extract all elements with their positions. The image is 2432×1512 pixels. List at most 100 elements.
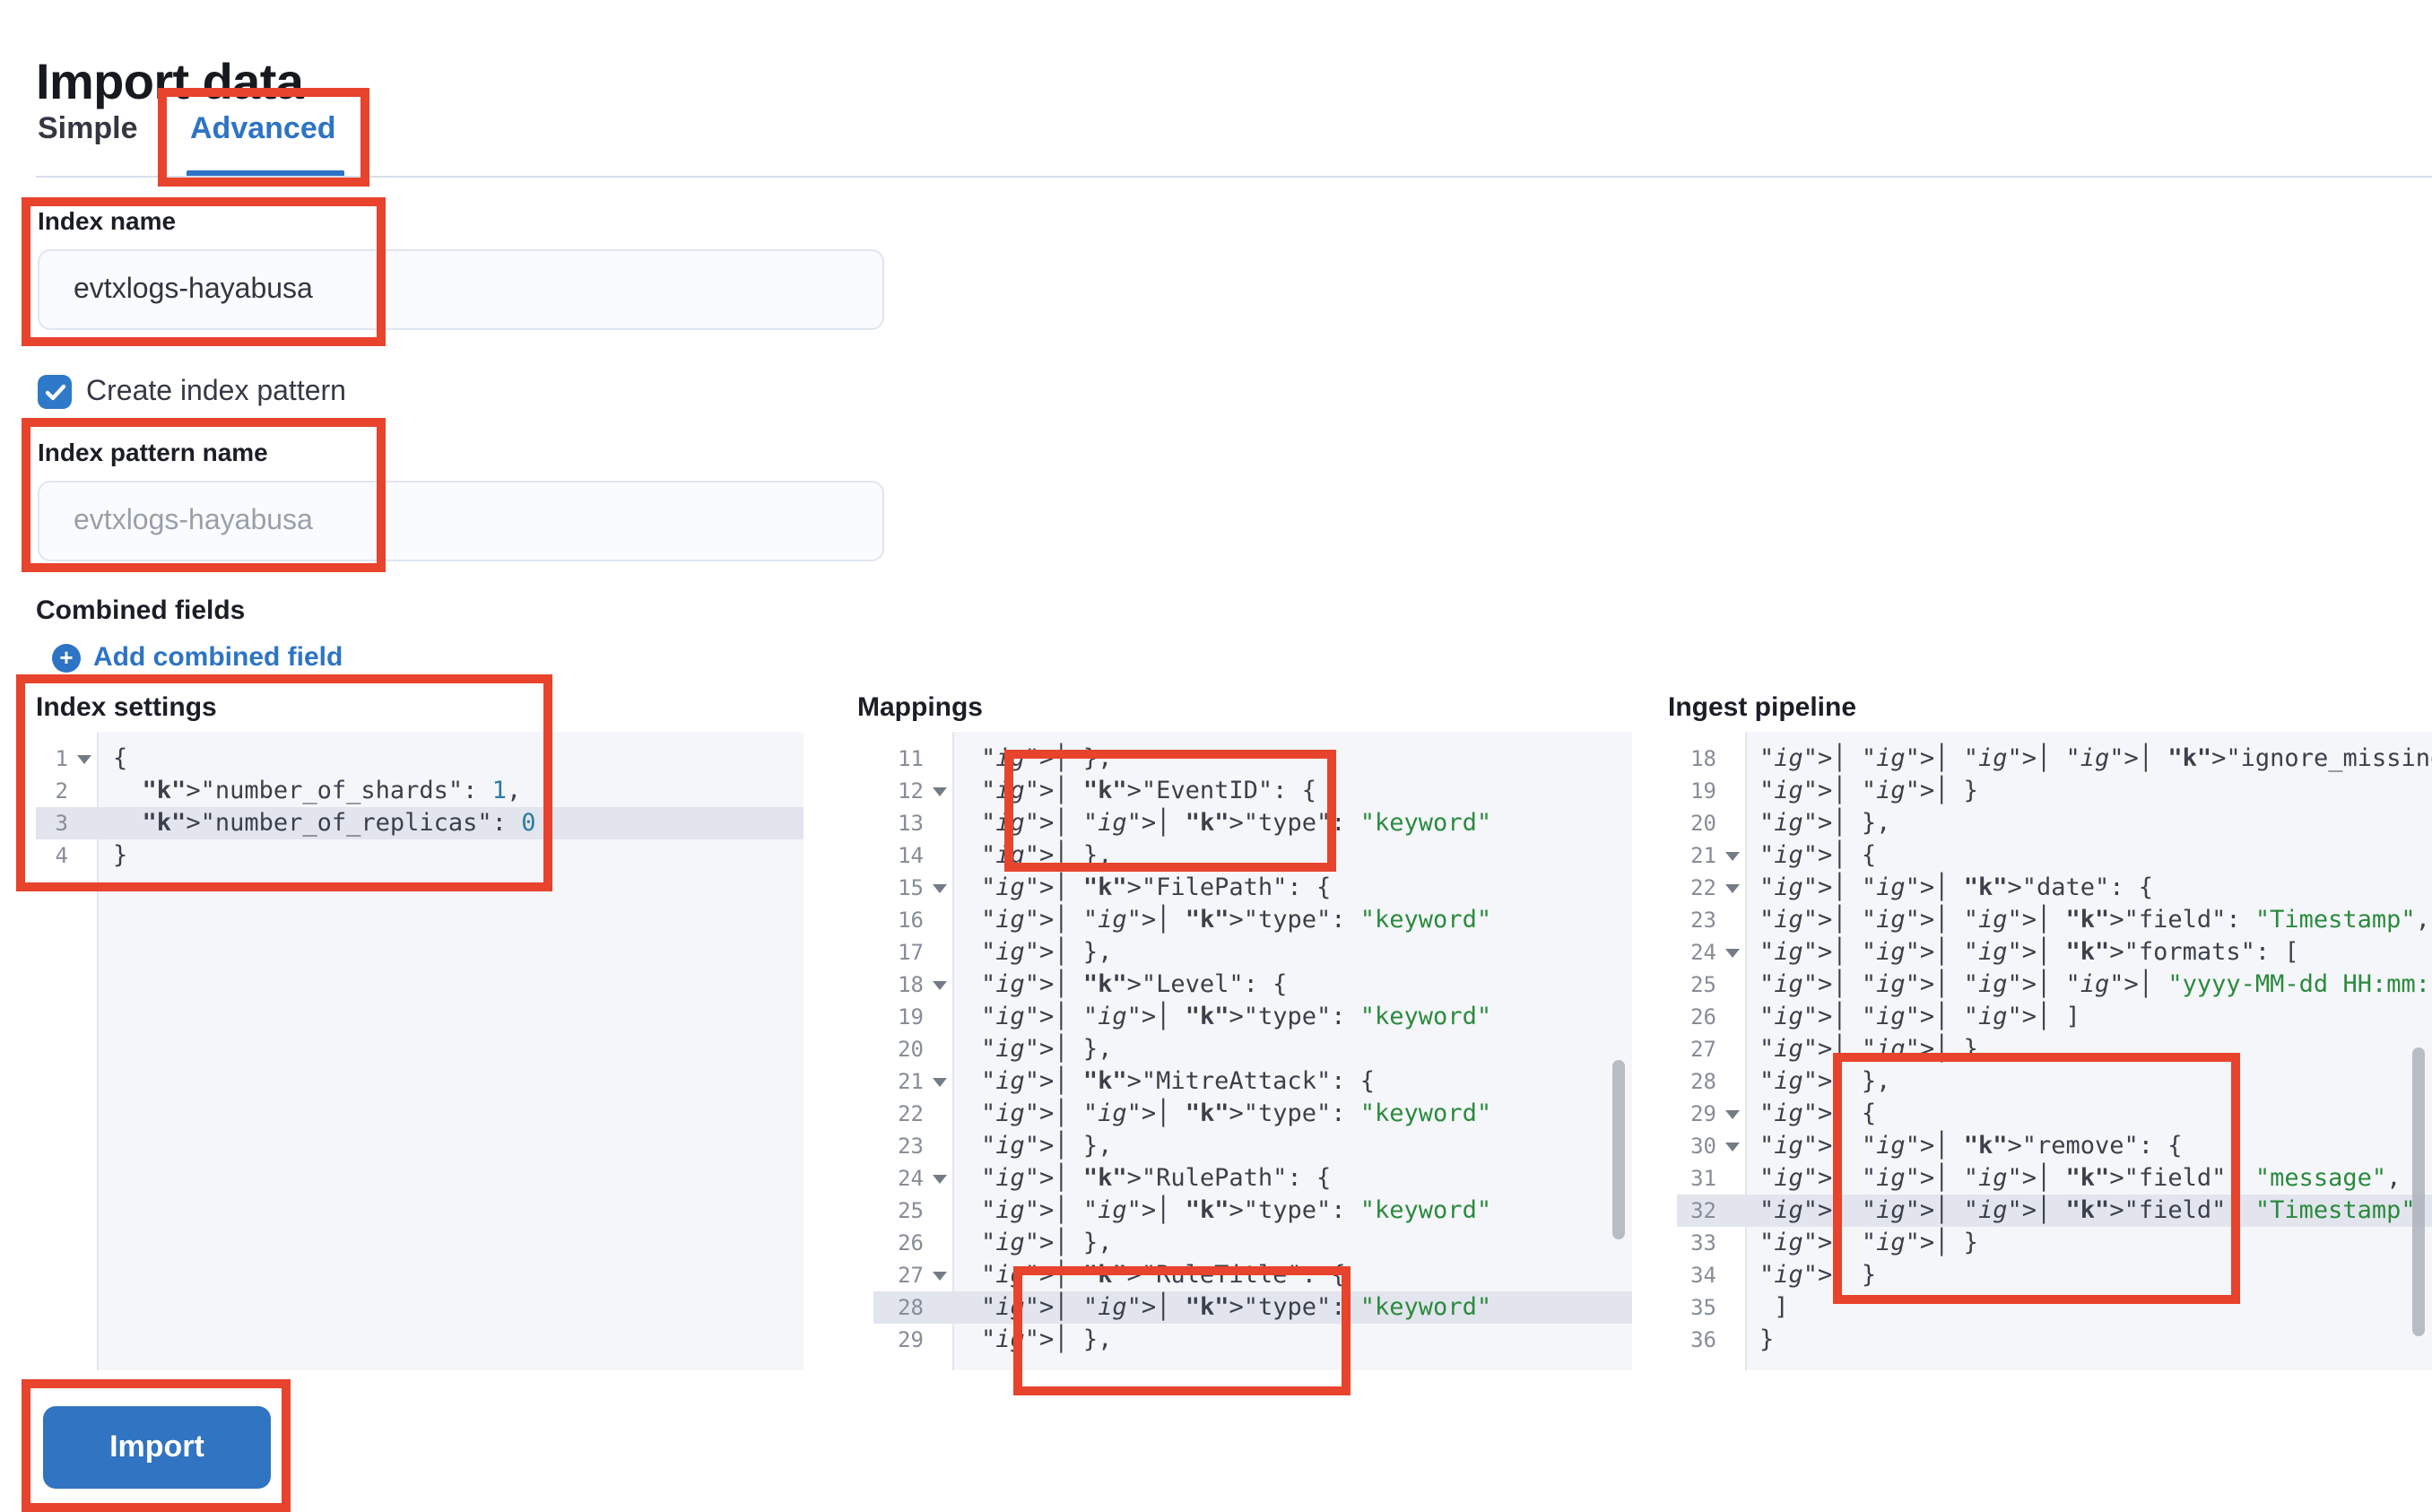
code-line[interactable]: 14"ig">│ }, xyxy=(873,839,1632,872)
code-text: "ig">│ "k">"FilePath": { xyxy=(981,873,1332,902)
code-line[interactable]: 24"ig">│ "k">"RulePath": { xyxy=(873,1162,1632,1195)
code-line[interactable]: 36} xyxy=(1677,1324,2432,1356)
code-line[interactable]: 19"ig">│ "ig">│ } xyxy=(1677,775,2432,807)
tab-simple[interactable]: Simple xyxy=(38,111,138,145)
code-line[interactable]: 23"ig">│ }, xyxy=(873,1130,1632,1162)
line-number: 32 xyxy=(1677,1195,1745,1227)
code-line[interactable]: 22"ig">│ "ig">│ "k">"type": "keyword" xyxy=(873,1098,1632,1130)
code-text: "k">"number_of_replicas": 0 xyxy=(97,807,803,839)
index-pattern-name-input[interactable] xyxy=(38,481,884,561)
code-line[interactable]: 11"ig">│ }, xyxy=(873,743,1632,775)
code-line[interactable]: 31"ig">│ "ig">│ "ig">│ "k">"field": "mes… xyxy=(1677,1162,2432,1195)
code-text: "ig">│ { xyxy=(1759,841,1877,870)
code-line[interactable]: 34"ig">│ } xyxy=(1677,1259,2432,1291)
fold-arrow-icon[interactable] xyxy=(933,1272,947,1281)
code-line[interactable]: 30"ig">│ "ig">│ "k">"remove": { xyxy=(1677,1130,2432,1162)
line-number: 28 xyxy=(873,1291,952,1324)
code-line[interactable]: 32"ig">│ "ig">│ "ig">│ "k">"field": "Tim… xyxy=(1677,1195,2432,1227)
code-line[interactable]: 20"ig">│ }, xyxy=(873,1033,1632,1065)
line-number: 20 xyxy=(898,1037,924,1062)
code-line[interactable]: 26"ig">│ "ig">│ "ig">│ ] xyxy=(1677,1001,2432,1033)
create-index-pattern-checkbox[interactable] xyxy=(38,375,72,409)
code-text: "ig">│ "ig">│ "ig">│ "k">"field": "Times… xyxy=(1745,1195,2432,1227)
code-line[interactable]: 35 ] xyxy=(1677,1291,2432,1324)
code-line[interactable]: 28"ig">│ }, xyxy=(1677,1065,2432,1098)
line-number: 27 xyxy=(1690,1037,1716,1062)
fold-arrow-icon[interactable] xyxy=(933,787,947,796)
code-line[interactable]: 18"ig">│ "ig">│ "ig">│ "ig">│ "k">"ignor… xyxy=(1677,743,2432,775)
line-number: 20 xyxy=(1690,811,1716,836)
code-text: "ig">│ }, xyxy=(1759,809,1891,838)
code-line[interactable]: 22"ig">│ "ig">│ "k">"date": { xyxy=(1677,872,2432,904)
line-number: 21 xyxy=(1677,839,1745,872)
mappings-scrollbar-thumb[interactable] xyxy=(1612,1060,1625,1239)
code-text: "ig">│ "ig">│ "k">"type": "keyword" xyxy=(981,906,1492,934)
code-line[interactable]: 27"ig">│ "k">"RuleTitle": { xyxy=(873,1259,1632,1291)
fold-arrow-icon[interactable] xyxy=(77,755,91,764)
ingest-pipeline-editor[interactable]: 18"ig">│ "ig">│ "ig">│ "ig">│ "k">"ignor… xyxy=(1677,732,2432,1370)
code-line[interactable]: 1{ xyxy=(36,743,803,775)
code-text: "ig">│ "ig">│ "ig">│ "ig">│ "yyyy-MM-dd … xyxy=(1759,970,2432,999)
code-line[interactable]: 29"ig">│ }, xyxy=(873,1324,1632,1356)
line-number: 13 xyxy=(898,811,924,836)
code-line[interactable]: 29"ig">│ { xyxy=(1677,1098,2432,1130)
code-line[interactable]: 19"ig">│ "ig">│ "k">"type": "keyword" xyxy=(873,1001,1632,1033)
code-line[interactable]: 21 "ig">│ { xyxy=(1677,839,2432,872)
line-number: 26 xyxy=(1690,1004,1716,1030)
code-line[interactable]: 16"ig">│ "ig">│ "k">"type": "keyword" xyxy=(873,904,1632,936)
add-combined-field-button[interactable]: + Add combined field xyxy=(52,642,343,673)
code-line[interactable]: 25"ig">│ "ig">│ "ig">│ "ig">│ "yyyy-MM-d… xyxy=(1677,969,2432,1001)
fold-arrow-icon[interactable] xyxy=(933,1175,947,1184)
mappings-editor[interactable]: 11"ig">│ },12"ig">│ "k">"EventID": {13"i… xyxy=(873,732,1632,1370)
code-line[interactable]: 25"ig">│ "ig">│ "k">"type": "keyword" xyxy=(873,1195,1632,1227)
line-number: 3 xyxy=(36,807,97,839)
code-text: "ig">│ "k">"RulePath": { xyxy=(981,1164,1332,1193)
code-text: } xyxy=(1759,1325,1775,1354)
fold-arrow-icon[interactable] xyxy=(933,884,947,893)
code-line[interactable]: 24"ig">│ "ig">│ "ig">│ "k">"formats": [ xyxy=(1677,936,2432,969)
code-line[interactable]: 33"ig">│ "ig">│ } xyxy=(1677,1227,2432,1259)
fold-arrow-icon[interactable] xyxy=(1725,852,1740,861)
code-line[interactable]: 18"ig">│ "k">"Level": { xyxy=(873,969,1632,1001)
code-text: { xyxy=(113,744,128,773)
line-number: 14 xyxy=(898,843,924,868)
tab-advanced[interactable]: Advanced xyxy=(190,111,336,145)
code-line[interactable]: 20 "ig">│ }, xyxy=(1677,807,2432,839)
fold-arrow-icon[interactable] xyxy=(1725,949,1740,958)
code-line[interactable]: 4} xyxy=(36,839,803,872)
code-line[interactable]: 12"ig">│ "k">"EventID": { xyxy=(873,775,1632,807)
fold-arrow-icon[interactable] xyxy=(933,1078,947,1087)
tabs-divider xyxy=(36,176,2432,178)
code-line[interactable]: 2 "k">"number_of_shards": 1, xyxy=(36,775,803,807)
index-name-input[interactable] xyxy=(38,249,884,330)
code-line[interactable]: 28"ig">│ "ig">│ "k">"type": "keyword" xyxy=(873,1291,1632,1324)
code-line[interactable]: 15"ig">│ "k">"FilePath": { xyxy=(873,872,1632,904)
line-number: 23 xyxy=(898,1134,924,1159)
import-button[interactable]: Import xyxy=(43,1406,271,1489)
code-text: "ig">│ } xyxy=(1759,1261,1877,1290)
line-number: 27 xyxy=(873,1259,952,1291)
fold-arrow-icon[interactable] xyxy=(1725,884,1740,893)
fold-arrow-icon[interactable] xyxy=(1725,1110,1740,1119)
code-line[interactable]: 13"ig">│ "ig">│ "k">"type": "keyword" xyxy=(873,807,1632,839)
line-number: 11 xyxy=(898,746,924,771)
combined-fields-label: Combined fields xyxy=(36,595,246,626)
code-line[interactable]: 3 "k">"number_of_replicas": 0 xyxy=(36,807,803,839)
fold-arrow-icon[interactable] xyxy=(933,981,947,990)
fold-arrow-icon[interactable] xyxy=(1725,1143,1740,1151)
code-line[interactable]: 27"ig">│ "ig">│ } xyxy=(1677,1033,2432,1065)
code-text: } xyxy=(113,841,128,870)
code-text: "ig">│ "ig">│ "ig">│ "k">"field": "messa… xyxy=(1759,1164,2402,1193)
code-text: "ig">│ { xyxy=(1759,1099,1877,1128)
line-number: 19 xyxy=(1690,778,1716,804)
code-line[interactable]: 26"ig">│ }, xyxy=(873,1227,1632,1259)
ingest-pipeline-scrollbar-thumb[interactable] xyxy=(2412,1047,2425,1336)
code-text: ] xyxy=(1759,1293,1789,1322)
code-line[interactable]: 21"ig">│ "k">"MitreAttack": { xyxy=(873,1065,1632,1098)
index-settings-editor[interactable]: 1{2 "k">"number_of_shards": 1,3 "k">"num… xyxy=(36,732,803,1370)
code-text: "ig">│ "k">"Level": { xyxy=(981,970,1288,999)
editor-gutter xyxy=(1677,732,1747,1370)
code-line[interactable]: 17"ig">│ }, xyxy=(873,936,1632,969)
line-number: 18 xyxy=(1690,746,1716,771)
code-line[interactable]: 23"ig">│ "ig">│ "ig">│ "k">"field": "Tim… xyxy=(1677,904,2432,936)
